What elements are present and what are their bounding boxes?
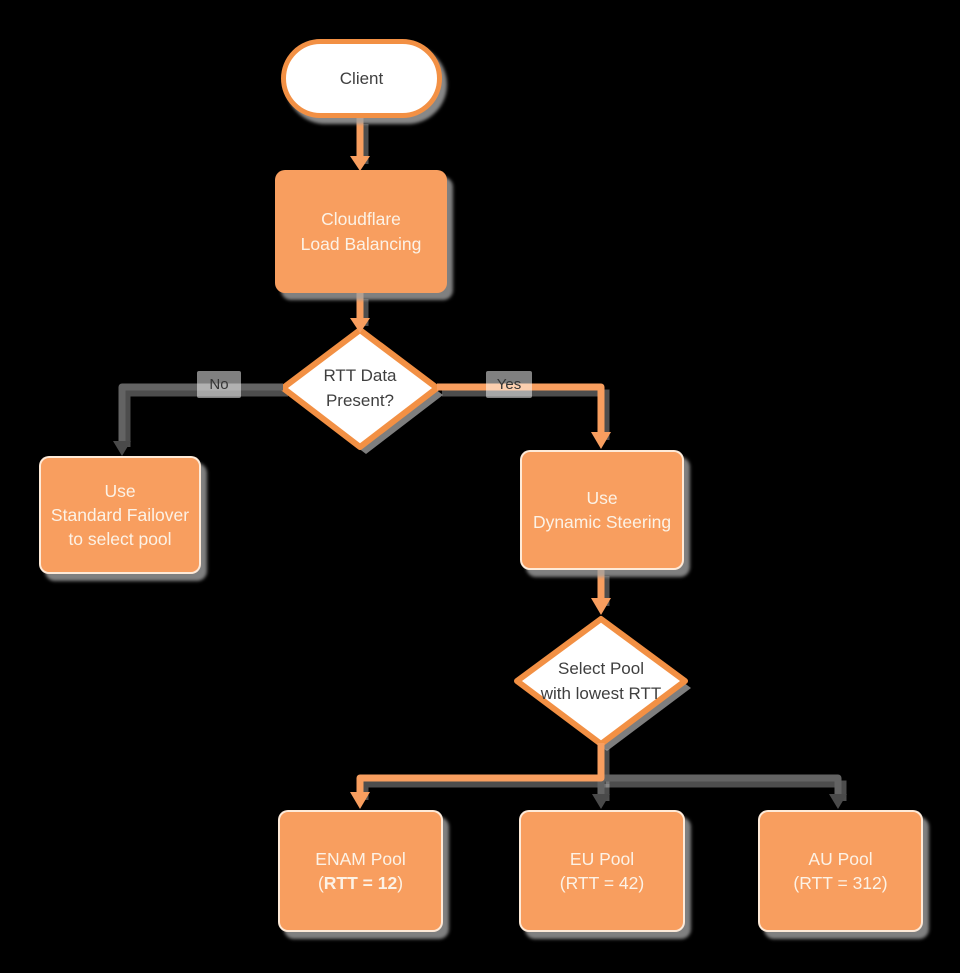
edge-to-au-line [601, 774, 842, 795]
enam-rtt-suffix: ) [397, 873, 404, 893]
node-dynamic-steering-line1: Use [586, 487, 618, 508]
edge-label-yes: Yes [486, 371, 532, 398]
gray-arrowheads [113, 441, 847, 809]
arrow-to-load-balancing-icon [350, 156, 370, 171]
decision-select-pool-line2: with lowest RTT [540, 683, 662, 703]
node-load-balancing-line1: Cloudflare [321, 209, 401, 230]
decision-rtt-data-shape [280, 327, 440, 450]
arrow-to-eu-pool-icon [592, 794, 610, 809]
connector-shadows [123, 124, 847, 801]
node-client-label: Client [339, 68, 384, 88]
node-standard-failover: Use Standard Failover to select pool [39, 456, 201, 574]
node-enam-pool: ENAM Pool (RTT = 12) [278, 810, 443, 932]
node-eu-pool-line1: EU Pool [569, 848, 635, 869]
orange-connectors [356, 118, 605, 794]
node-load-balancing: Cloudflare Load Balancing [275, 170, 447, 293]
enam-rtt-value: RTT = 12 [323, 873, 398, 893]
enam-rtt-prefix: ( [317, 873, 324, 893]
node-standard-failover-line1: Use [104, 480, 136, 501]
node-au-pool-line1: AU Pool [808, 848, 873, 869]
node-standard-failover-line2: Standard Failover [50, 504, 190, 525]
node-eu-pool: EU Pool (RTT = 42) [519, 810, 685, 932]
node-dynamic-steering: Use Dynamic Steering [520, 450, 684, 570]
node-load-balancing-line2: Load Balancing [300, 233, 422, 254]
edge-label-no: No [197, 371, 241, 398]
edge-label-yes-text: Yes [496, 376, 522, 393]
node-standard-failover-line3: to select pool [68, 529, 172, 550]
arrow-to-enam-pool-icon [350, 792, 370, 809]
node-eu-pool-line2: (RTT = 42) [559, 873, 645, 893]
gray-connectors [118, 383, 842, 795]
decision-select-pool: Select Pool with lowest RTT [517, 619, 685, 744]
decision-rtt-data-line2: Present? [325, 390, 395, 410]
edge-to-enam-line [356, 743, 605, 794]
node-au-pool: AU Pool (RTT = 312) [758, 810, 923, 932]
edge-label-no-text: No [209, 376, 229, 393]
decision-rtt-data-line1: RTT Data [323, 365, 397, 385]
node-client: Client [281, 39, 442, 118]
node-enam-pool-line2: (RTT = 12) [318, 871, 403, 895]
node-enam-pool-line1: ENAM Pool [315, 848, 406, 869]
decision-select-pool-line1: Select Pool [558, 658, 644, 678]
arrow-to-standard-failover-icon [113, 441, 131, 456]
arrow-to-select-pool-icon [591, 598, 611, 615]
orange-arrowheads [350, 156, 611, 809]
arrow-to-dynamic-steering-icon [591, 432, 611, 449]
node-dynamic-steering-line2: Dynamic Steering [532, 512, 672, 532]
arrow-to-au-pool-icon [829, 794, 847, 809]
node-au-pool-line2: (RTT = 312) [793, 873, 888, 893]
arrow-to-rtt-decision-icon [350, 318, 370, 333]
decision-rtt-data: RTT Data Present? [283, 330, 437, 447]
